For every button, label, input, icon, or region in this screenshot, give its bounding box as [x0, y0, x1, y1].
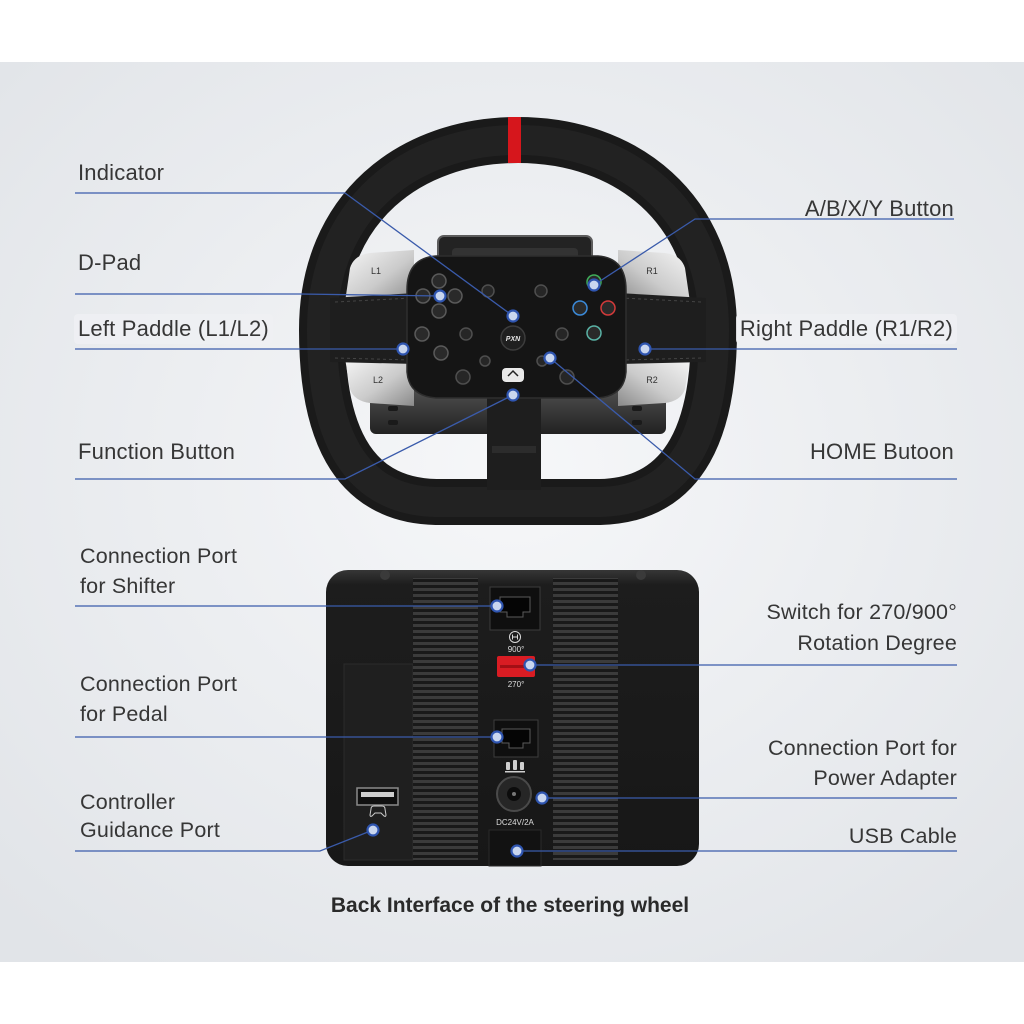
function-button-label: Function Button — [78, 439, 236, 464]
right-paddle-marker-icon — [638, 342, 652, 356]
shifter-port — [489, 586, 541, 631]
pedal-port-label-line: Connection Port — [80, 672, 238, 696]
shifter-port-label-line: for Shifter — [80, 574, 176, 598]
home-button-label: HOME Butoon — [809, 439, 954, 464]
right-paddle-label: Right Paddle (R1/R2) — [735, 314, 957, 344]
gamepad-icon — [369, 805, 387, 817]
rotation-low-label: 270° — [508, 680, 525, 689]
abxy-button-label: A/B/X/Y Button — [804, 196, 954, 221]
shifter-port-label-line: Connection Port — [80, 544, 238, 568]
controller-port-label-line: Guidance Port — [80, 818, 221, 842]
upper-marker-dots — [396, 278, 652, 402]
indicator-leader-line — [75, 192, 514, 317]
function-button-marker-icon — [506, 388, 520, 402]
base-back-panel: 900° 270° DC24V/2A — [326, 570, 699, 867]
lower-marker-dots — [366, 599, 549, 858]
paddle-r1: R1 — [618, 250, 690, 302]
upper-leader-lines — [75, 192, 957, 480]
controller-port-label-line: Controller — [80, 790, 176, 814]
rotation-switch-label-line: Rotation Degree — [797, 631, 957, 655]
steering-wheel-front: L1 L2 R1 R2 — [298, 116, 738, 525]
paddle-r2-label: R2 — [646, 375, 658, 385]
dpad-marker-icon — [433, 289, 447, 303]
rotation-switch-label: Switch for 270/900° Rotation Degree — [767, 597, 957, 659]
screw-icon — [380, 570, 390, 580]
usb-cable-label: USB Cable — [848, 824, 957, 848]
paddle-l2-label: L2 — [373, 375, 383, 385]
power-rating-label: DC24V/2A — [496, 818, 534, 827]
left-spoke — [330, 293, 416, 364]
rotation-high-label: 900° — [508, 645, 525, 654]
paddle-r1-label: R1 — [646, 266, 658, 276]
left-paddle-marker-icon — [396, 342, 410, 356]
pedal-icon — [505, 760, 525, 773]
home-button-marker-icon — [543, 351, 557, 365]
home-button: PXN — [500, 325, 526, 351]
shifter-port-marker-icon — [490, 599, 504, 613]
power-port-marker-icon — [535, 791, 549, 805]
diagram-caption: Back Interface of the steering wheel — [330, 894, 690, 917]
indicator-label: Indicator — [78, 160, 165, 185]
controller-usb-port — [356, 787, 399, 806]
screw-icon — [636, 570, 646, 580]
power-port-label: Connection Port for Power Adapter — [768, 733, 957, 793]
h-shifter-icon — [509, 631, 521, 643]
hub-knobs — [455, 284, 575, 385]
dpad-leader-line — [75, 293, 441, 297]
abxy-marker-icon — [587, 278, 601, 292]
bottom-spoke — [487, 394, 541, 490]
paddle-l1-label: L1 — [371, 266, 381, 276]
power-port — [496, 776, 532, 812]
home-button-leader-line — [549, 357, 957, 480]
pedal-port-marker-icon — [490, 730, 504, 744]
pedal-port-label-line: for Pedal — [80, 702, 168, 726]
wheel-logo: PXN — [506, 336, 521, 343]
power-port-label-line: Connection Port for — [767, 736, 957, 760]
paddle-l2: L2 — [345, 358, 414, 406]
right-spoke — [618, 293, 706, 364]
indicator-marker-icon — [506, 309, 520, 323]
rotation-switch-label-line: Switch for 270/900° — [766, 600, 957, 624]
pedal-port-label: Connection Port for Pedal — [80, 669, 237, 729]
shifter-port-label: Connection Port for Shifter — [80, 541, 237, 601]
usb-cable-marker-icon — [510, 844, 524, 858]
controller-port-leader-line — [75, 829, 374, 852]
function-button — [502, 368, 524, 382]
left-vent — [413, 578, 478, 860]
abxy-leader-line — [593, 218, 954, 286]
controller-port-marker-icon — [366, 823, 380, 837]
controller-port-label: Controller Guidance Port — [80, 788, 220, 844]
power-port-label-line: Power Adapter — [813, 766, 957, 790]
lower-leader-lines — [75, 605, 957, 852]
rotation-switch-marker-icon — [523, 658, 537, 672]
paddle-r2: R2 — [618, 358, 690, 406]
right-vent — [553, 578, 618, 860]
rim-center-stripe — [508, 117, 521, 163]
function-button-leader-line — [75, 394, 514, 480]
left-paddle-label: Left Paddle (L1/L2) — [74, 314, 273, 344]
paddle-l1: L1 — [345, 250, 414, 302]
dpad-label: D-Pad — [78, 250, 142, 275]
